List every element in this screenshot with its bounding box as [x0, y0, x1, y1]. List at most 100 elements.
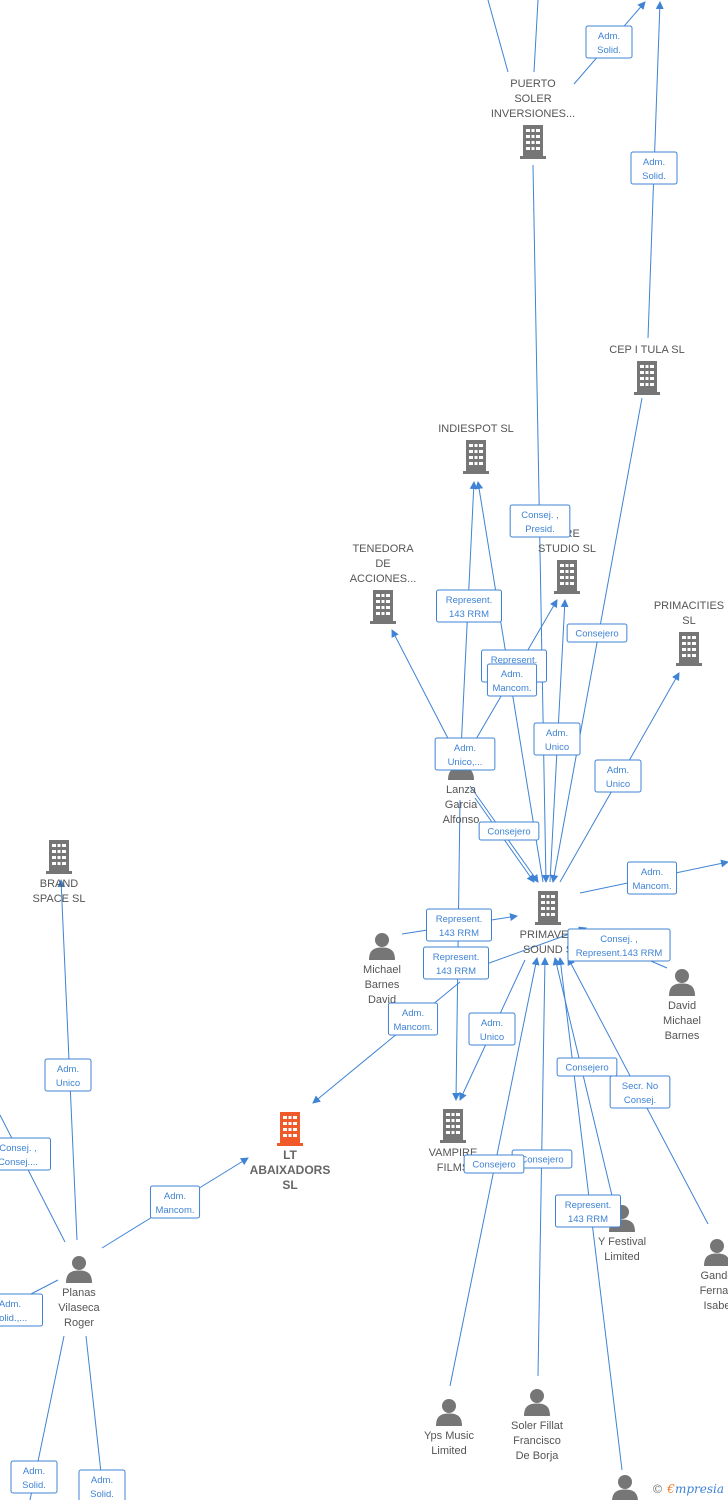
relation-label[interactable]: Adm.Unico,... [434, 737, 496, 771]
relation-label-text: Mancom. [632, 881, 671, 892]
relation-label[interactable]: Adm.Mancom. [486, 663, 538, 697]
node-label-line: Gando [700, 1270, 728, 1282]
company-node-tenedora[interactable]: TENEDORADEACCIONES... [350, 543, 417, 624]
relation-edge [0, 1114, 66, 1243]
relation-label[interactable]: Adm. Solid.,... [0, 1293, 43, 1327]
relation-label-text: Represent. [433, 952, 479, 963]
relation-label[interactable]: Consejero [556, 1057, 618, 1077]
node-label-line: SL [682, 615, 695, 627]
relation-label-text: Consejero [565, 1063, 608, 1074]
node-label-line: INVERSIONES... [491, 108, 575, 120]
building-icon [440, 1109, 466, 1143]
relation-label[interactable]: Consej. ,Presid. [509, 504, 571, 538]
relation-label-text: Mancom. [393, 1022, 432, 1033]
footer-brand[interactable]: © €mpresia [651, 1482, 724, 1496]
relation-label[interactable]: Adm. Unico [44, 1058, 92, 1092]
node-label-line: SPACE SL [33, 893, 86, 905]
relation-label-text: Adm. [402, 1008, 424, 1019]
node-label-line: Lanza [446, 784, 477, 796]
relation-label-box [10, 1460, 58, 1494]
relation-label-text: Solid. [22, 1480, 46, 1491]
relation-label-text: Solid.,... [0, 1313, 27, 1324]
relation-label[interactable]: Adm.Solid. [630, 151, 678, 185]
company-node-indiespot[interactable]: INDIESPOT SL [438, 423, 514, 474]
relation-label-box [478, 821, 540, 841]
relation-label-text: Adm. [23, 1466, 45, 1477]
relation-label[interactable]: Adm.Unico [533, 722, 581, 756]
relation-label[interactable]: Adm.Mancom. [149, 1185, 201, 1219]
node-label-line: PUERTO [510, 78, 556, 90]
relation-label-box [149, 1185, 201, 1219]
relation-label-text: 143 RRM [449, 609, 489, 620]
relation-label[interactable]: Consej. ,Represent.143 RRM [567, 928, 671, 962]
node-label-line: Soler Fillat [511, 1420, 563, 1432]
relation-label[interactable]: Adm. Solid. [10, 1460, 58, 1494]
relation-label[interactable]: Adm. Mancom. [387, 1002, 439, 1036]
relation-label[interactable]: Adm.Solid. [78, 1469, 126, 1500]
relation-label[interactable]: Consejero [478, 821, 540, 841]
relation-label[interactable]: Represent.143 RRM [423, 946, 489, 980]
relation-label-box [630, 151, 678, 185]
relation-label[interactable]: Adm.Unico [468, 1012, 516, 1046]
relation-label-text: Consej. , [521, 510, 559, 521]
node-label-line: PRIMAVER [520, 929, 577, 941]
relation-label[interactable]: Represent.143 RRM [426, 908, 492, 942]
relation-label-text: Unico [56, 1078, 80, 1089]
relation-label[interactable]: Adm.Unico [594, 759, 642, 793]
building-icon [634, 361, 660, 395]
relation-label-box [626, 861, 678, 895]
relation-label-box [387, 1002, 439, 1036]
relation-label-text: 143 RRM [568, 1214, 608, 1225]
node-label-line: INDIESPOT SL [438, 423, 514, 435]
relation-label[interactable]: Represent.143 RRM [555, 1194, 621, 1228]
relation-label[interactable]: Consejero [511, 1149, 573, 1169]
node-label-line: Roger [64, 1317, 94, 1329]
relation-edge [469, 926, 587, 971]
person-icon [66, 1256, 92, 1283]
relation-label[interactable]: Represent.143 RRM [436, 589, 502, 623]
person-icon [436, 1399, 462, 1426]
relation-label[interactable]: Adm.Mancom. [626, 861, 678, 895]
brand-logo-e: € [667, 1482, 675, 1496]
node-label-line: Vilaseca [58, 1302, 100, 1314]
relation-label[interactable]: Consejero [463, 1154, 525, 1174]
relation-label-text: Unico [545, 742, 569, 753]
relation-label[interactable]: Consej. ,Consej.... [0, 1137, 51, 1171]
person-node-gando[interactable]: GandoFernanIsabe [700, 1239, 728, 1312]
relation-label-text: Adm. [57, 1064, 79, 1075]
node-label-line: Michael [663, 1015, 701, 1027]
relation-label-text: Consej. [624, 1095, 656, 1106]
person-icon [669, 969, 695, 996]
person-node-bottom_person[interactable] [612, 1475, 638, 1500]
person-icon [369, 933, 395, 960]
node-label-line: STUDIO SL [538, 543, 596, 555]
building-icon [520, 125, 546, 159]
company-node-cep[interactable]: CEP I TULA SL [609, 344, 685, 395]
relation-label-text: Mancom. [492, 683, 531, 694]
relation-label[interactable]: Consejero [566, 623, 628, 643]
company-node-puerto[interactable]: PUERTOSOLERINVERSIONES... [491, 78, 575, 159]
company-node-vampire_studio[interactable]: PIRESTUDIO SL [538, 528, 596, 594]
node-label-line: Isabe [704, 1300, 728, 1312]
relation-label-text: Adm. [0, 1299, 21, 1310]
relation-label[interactable]: Adm.Solid. [585, 25, 633, 59]
relation-edge [391, 629, 456, 753]
relation-label-box [585, 25, 633, 59]
relation-edge [533, 0, 539, 73]
node-label-line: Francisco [513, 1435, 561, 1447]
relation-label-box [426, 908, 492, 942]
